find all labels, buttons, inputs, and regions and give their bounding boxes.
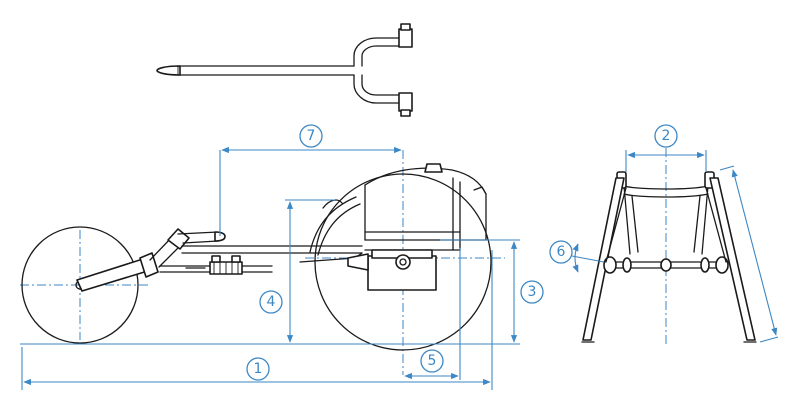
dim-label-4: 4 xyxy=(259,290,283,314)
svg-text:7: 7 xyxy=(307,128,316,144)
dimensions: 1 2 3 4 5 6 7 xyxy=(20,124,779,390)
svg-text:2: 2 xyxy=(662,128,671,144)
dim-label-2: 2 xyxy=(654,124,678,148)
svg-text:6: 6 xyxy=(557,244,566,260)
dim-label-7: 7 xyxy=(299,124,323,148)
dim-label-3: 3 xyxy=(520,280,544,304)
front-wheel xyxy=(21,226,139,344)
rear-wheel xyxy=(314,173,492,351)
left-wheel xyxy=(582,177,625,341)
dim-label-5: 5 xyxy=(420,349,444,373)
front-view xyxy=(581,148,757,345)
dim-label-6: 6 xyxy=(549,240,573,264)
svg-text:4: 4 xyxy=(267,294,276,310)
dim-label-1: 1 xyxy=(246,357,270,381)
svg-text:1: 1 xyxy=(254,361,263,377)
right-wheel xyxy=(709,177,756,341)
side-view xyxy=(20,150,505,375)
svg-text:3: 3 xyxy=(528,284,537,300)
top-view-steering xyxy=(156,23,413,117)
svg-text:5: 5 xyxy=(428,353,437,369)
